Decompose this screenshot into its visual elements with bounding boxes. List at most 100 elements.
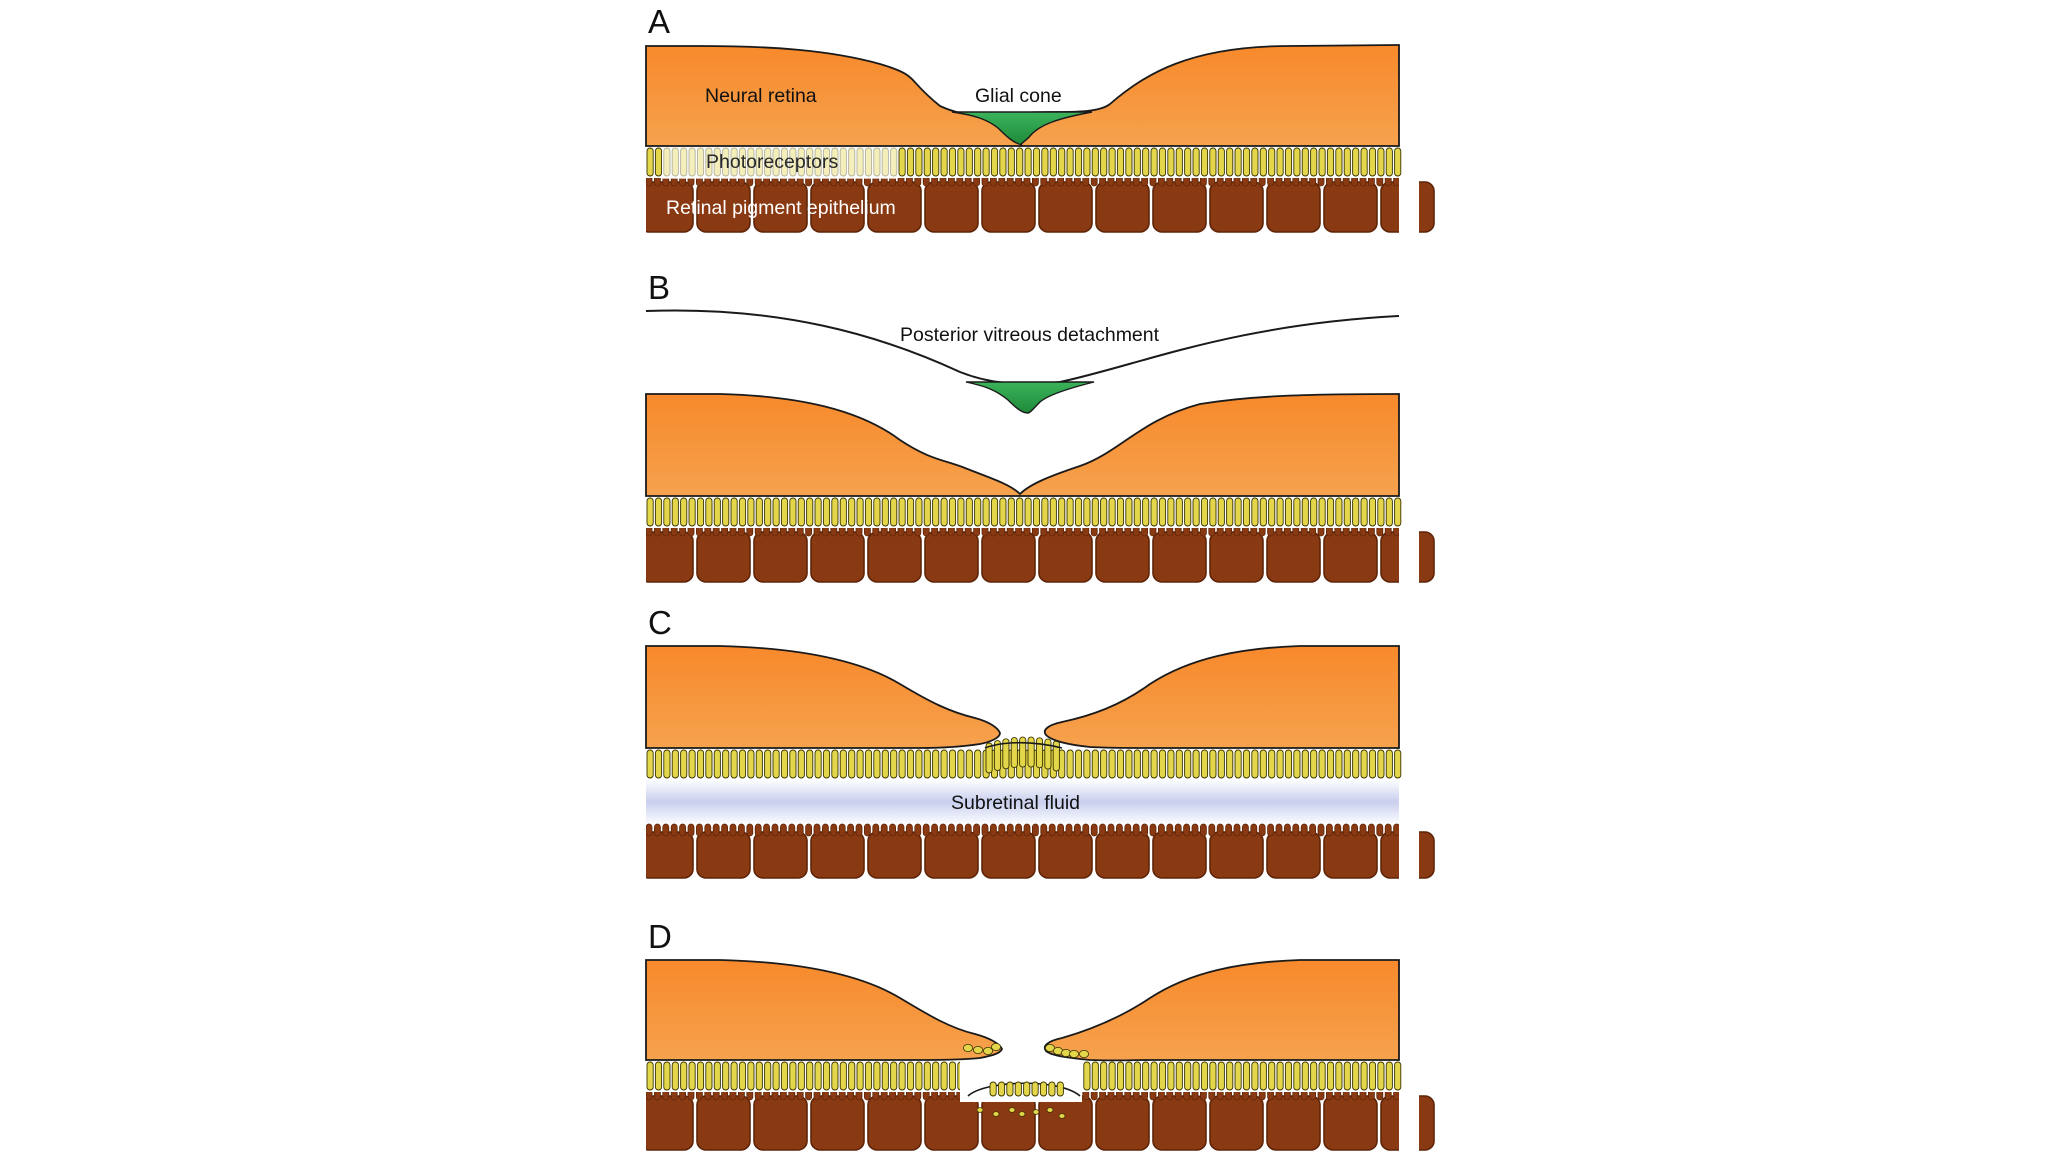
rpe-cell [1095,181,1150,233]
photoreceptor-cell [671,749,679,779]
rpe-microvillus [948,823,955,837]
photoreceptor-cell [1217,1061,1225,1091]
photoreceptor-cell [1142,1061,1150,1091]
photoreceptor-cell [797,497,805,527]
rpe-cell [810,831,865,879]
rpe-microvillus [906,823,913,837]
photoreceptor-cell [696,1061,705,1091]
photoreceptor-cell [940,1061,948,1091]
photoreceptor-cell [906,497,915,527]
photoreceptor-cell [948,749,957,779]
panel-a-letter: A [648,3,670,40]
photoreceptor-cell [915,1061,923,1091]
photoreceptor-cell [713,497,721,527]
photoreceptor-cell [1377,147,1385,177]
photoreceptor-cell [990,147,999,177]
photoreceptor-cell [1217,497,1225,527]
photoreceptor-cell [1091,147,1099,177]
rpe-microvillus [822,823,829,837]
rpe-microvillus [704,823,712,837]
rpe-cell [1209,1095,1264,1151]
photoreceptor-fragment [1039,1081,1048,1097]
photoreceptor-cell [755,749,763,779]
photoreceptor-cell [1083,147,1091,177]
photoreceptor-cell [1158,749,1167,779]
rpe-microvillus [964,823,972,837]
rpe-microvillus [1242,823,1249,837]
rpe-microvillus [1393,823,1400,837]
photoreceptor-cell [999,147,1007,177]
photoreceptor-fragment [1031,1081,1039,1097]
rpe-microvillus [763,823,770,837]
rpe-microvillus [1032,823,1039,837]
photoreceptor-cell [1044,738,1052,770]
photoreceptor-cell [1049,497,1057,527]
photoreceptor-cell [974,749,982,779]
edge-mask-right [1399,1086,1419,1152]
rpe-microvillus [847,823,854,837]
photoreceptor-cell [1217,749,1225,779]
photoreceptor-cell [1335,749,1343,779]
photoreceptor-cell [1385,147,1393,177]
rpe-microvillus [1233,823,1241,837]
photoreceptor-cell [705,749,713,779]
photoreceptor-cell [1024,497,1032,527]
rpe-cell [1038,1095,1093,1151]
everted-photoreceptor [963,1044,974,1053]
photoreceptor-cell [1318,749,1326,779]
rpe-cell [1152,181,1207,233]
photoreceptor-cell [1100,497,1108,527]
photoreceptor-cell [873,497,881,527]
photoreceptor-cell [839,497,847,527]
edge-mask-left [626,1086,646,1152]
photoreceptor-cell [1016,147,1024,177]
rpe-microvillus [1006,823,1014,837]
photoreceptor-cell [780,497,789,527]
photoreceptor-cell [1184,749,1192,779]
panel-c: C Subretinal fluid [626,604,1435,884]
photoreceptor-cell [764,749,772,779]
photoreceptor-cell [1184,497,1192,527]
rpe-cell [1095,531,1150,583]
rpe-microvillus [1208,823,1216,837]
photoreceptor-cell [671,497,679,527]
photoreceptor-cell [764,497,772,527]
photoreceptor-cell [663,749,671,779]
photoreceptor-cell [1091,497,1099,527]
photoreceptor-cell [1125,147,1133,177]
photoreceptor-cell [1032,147,1041,177]
photoreceptor-cell [755,497,763,527]
rpe-microvillus [1048,823,1056,837]
photoreceptor-label-highlight [662,145,898,179]
photoreceptor-cell [1066,147,1074,177]
photoreceptor-cell [738,497,747,527]
rpe-microvillus [662,823,670,837]
photoreceptor-cell [1284,749,1293,779]
rpe-cell [1266,181,1321,233]
rpe-microvillus [830,823,838,837]
photoreceptor-cell [1360,497,1368,527]
photoreceptor-cell [1251,147,1259,177]
rpe-microvillus [872,823,880,837]
photoreceptor-cell [856,749,864,779]
photoreceptor-cell [722,1061,730,1091]
photoreceptor-cell [1041,147,1049,177]
photoreceptor-cell [898,1061,906,1091]
rpe-microvillus [981,823,989,837]
rpe-microvillus [712,823,720,837]
edge-mask-left [626,522,646,588]
rpe-microvillus [1384,823,1392,837]
rpe-cell [1209,181,1264,233]
photoreceptor-cell [1049,147,1057,177]
photoreceptor-cell [898,749,906,779]
photoreceptor-cell [663,1061,671,1091]
photoreceptor-cell [1108,147,1116,177]
photoreceptor-cell [1377,1061,1385,1091]
rpe-microvillus [1158,823,1165,837]
photoreceptor-cell [831,1061,839,1091]
rpe-cell [696,531,751,583]
photoreceptor-cell [747,497,755,527]
photoreceptor-cell [671,1061,679,1091]
rpe-cell [1152,1095,1207,1151]
